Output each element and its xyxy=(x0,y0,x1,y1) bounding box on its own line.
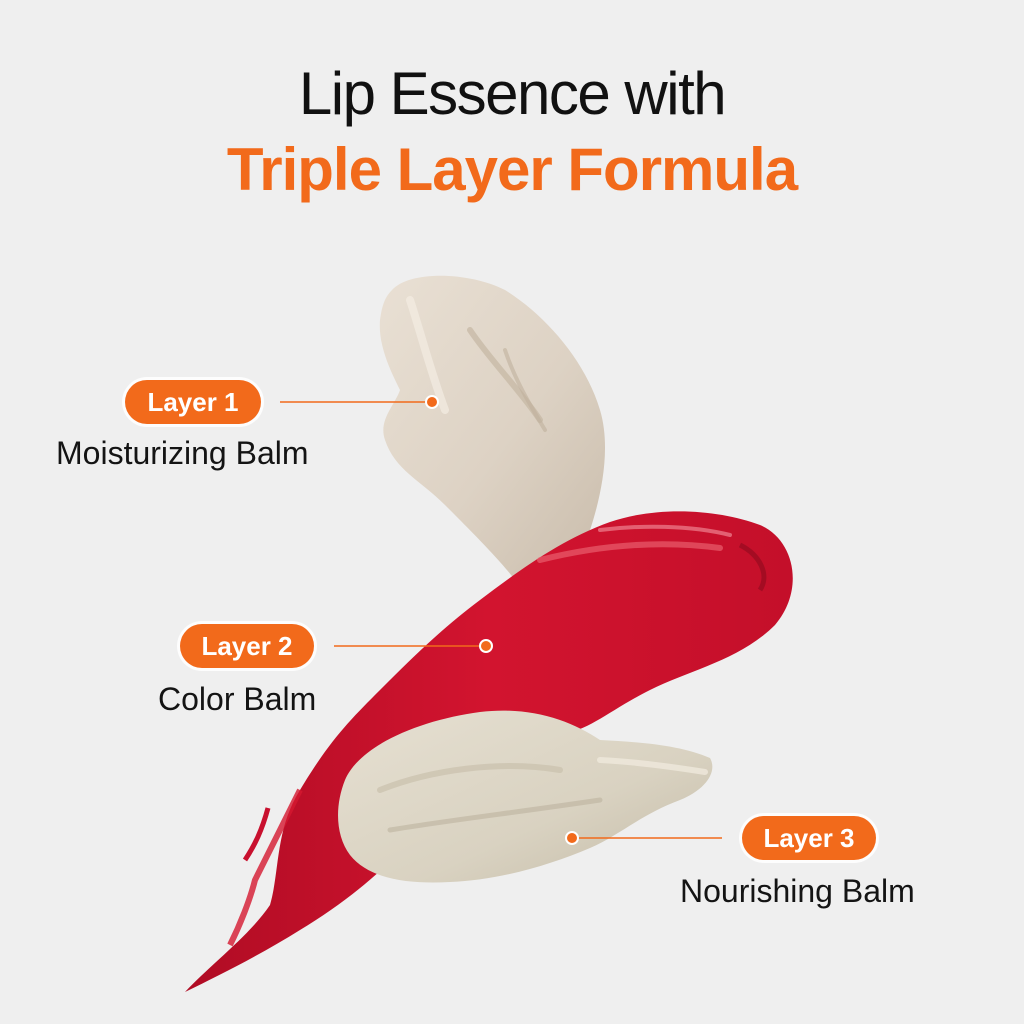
moisturizing-balm-swatch xyxy=(379,275,606,580)
layer-1-badge: Layer 1 xyxy=(125,380,261,424)
headline-line-1: Lip Essence with xyxy=(298,60,727,127)
layer-1-leader xyxy=(280,395,439,409)
layer-2-leader xyxy=(334,639,493,653)
layer-3-name: Nourishing Balm xyxy=(680,873,915,909)
layer-2-badge: Layer 2 xyxy=(180,624,314,668)
nourishing-balm-swatch xyxy=(338,710,713,883)
layer-3-leader xyxy=(565,831,722,845)
layer-1-name: Moisturizing Balm xyxy=(56,435,309,471)
layer-3-badge: Layer 3 xyxy=(742,816,876,860)
headline-line-2: Triple Layer Formula xyxy=(226,136,798,203)
layer-2-name: Color Balm xyxy=(158,681,317,717)
